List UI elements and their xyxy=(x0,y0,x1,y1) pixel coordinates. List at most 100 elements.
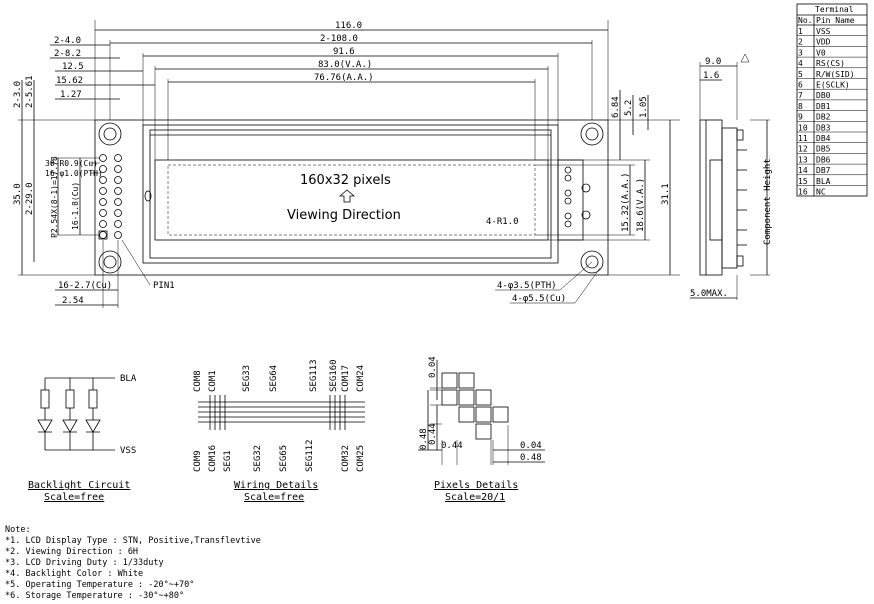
pix-dim-004-a: 0.04 xyxy=(428,356,438,378)
dim-5-max: 5.0MAX. xyxy=(690,289,728,299)
pin-row-b xyxy=(114,154,122,239)
terminal-pin-no: 3 xyxy=(798,48,803,57)
pix-dim-048-b: 0.48 xyxy=(520,453,542,463)
pixel-details: 0.04 0.48 0.44 0.44 0.04 0.48 Pixels Det… xyxy=(418,356,545,503)
left-pin-header: 35.0 2-29.0 2-3.0 2-5.61 P2.54X(8-1)=17.… xyxy=(13,75,175,308)
pin-row-a xyxy=(99,154,107,239)
pixels-caption: Pixels Details xyxy=(434,480,518,491)
dim-2-29: 2-29.0 xyxy=(25,182,35,215)
terminal-pin-no: 9 xyxy=(798,113,803,122)
wiring-bottom-label: COM9 xyxy=(193,450,203,472)
viewing-arrow-icon xyxy=(338,189,356,203)
terminal-pin-no: 8 xyxy=(798,102,803,111)
terminal-pin-name: VDD xyxy=(816,38,831,47)
dim-2-5-61: 2-5.61 xyxy=(25,75,35,108)
backlight-caption: Backlight Circuit xyxy=(28,480,130,491)
dim-2-4: 2-4.0 xyxy=(54,36,81,46)
label-pth-3-5: 4-φ3.5(PTH) xyxy=(497,281,557,291)
dim-35: 35.0 xyxy=(13,183,23,205)
dim-16-2-7-cu: 16-2.7(Cu) xyxy=(58,281,112,291)
wiring-top-label: COM1 xyxy=(208,370,218,392)
vss-label: VSS xyxy=(120,446,136,456)
terminal-pin-name: V0 xyxy=(816,48,826,57)
backlight-circuit: BLA VSS Backlight Circuit Scale=free xyxy=(28,374,137,503)
dim-16-1-8-cu: 16-1.8(Cu) xyxy=(71,182,80,230)
terminal-pin-name: DB3 xyxy=(816,123,831,132)
led-icon xyxy=(37,419,53,433)
terminal-pin-no: 7 xyxy=(798,91,803,100)
wiring-bottom-label: SEG1 xyxy=(223,450,233,472)
pix-dim-048-a: 0.48 xyxy=(419,428,429,450)
terminal-pin-name: DB5 xyxy=(816,145,831,154)
dim-1-27: 1.27 xyxy=(60,90,82,100)
terminal-pin-no: 16 xyxy=(798,188,808,197)
wiring-caption: Wiring Details xyxy=(234,480,318,491)
dim-2-8-2: 2-8.2 xyxy=(54,49,81,59)
dim-1-05: 1.05 xyxy=(639,96,649,118)
notes-block: Note: *1. LCD Display Type : STN, Positi… xyxy=(5,525,261,601)
note-line: *4. Backlight Color : White xyxy=(5,569,143,579)
dim-18-6: 18.6(V.A.) xyxy=(636,178,646,232)
note-line: *6. Storage Temperature : -30°~+80° xyxy=(5,591,184,601)
dim-4-r1: 4-R1.0 xyxy=(486,217,519,227)
terminal-title: Terminal xyxy=(815,5,854,14)
terminal-pin-no: 1 xyxy=(798,27,803,36)
pixels-scale: Scale=20/1 xyxy=(445,492,505,503)
top-dimensions: 116.0 2-108.0 91.6 83.0(V.A.) 76.76(A.A.… xyxy=(50,20,609,160)
wiring-top-label: SEG113 xyxy=(309,359,319,392)
wiring-bottom-label: SEG32 xyxy=(253,445,263,472)
terminal-pin-name: R/W(SID) xyxy=(816,70,855,79)
terminal-pin-name: RS(CS) xyxy=(816,59,845,68)
dim-6-84: 6.84 xyxy=(611,96,621,118)
wiring-top-label: COM24 xyxy=(356,365,366,392)
dim-12-5: 12.5 xyxy=(62,62,84,72)
note-line: *1. LCD Display Type : STN, Positive,Tra… xyxy=(5,536,261,546)
screen-direction: Viewing Direction xyxy=(287,208,401,223)
dim-2-54: 2.54 xyxy=(62,296,84,306)
label-component-height: Component Height xyxy=(763,158,773,245)
dim-2-3: 2-3.0 xyxy=(13,81,23,108)
dim-15-32: 15.32(A.A.) xyxy=(621,172,631,232)
led-icon xyxy=(62,419,78,433)
warning-icon xyxy=(740,53,750,63)
terminal-pin-no: 11 xyxy=(798,134,808,143)
dim-5-2: 5.2 xyxy=(624,100,634,116)
dim-15-62: 15.62 xyxy=(56,76,83,86)
terminal-pin-no: 4 xyxy=(798,59,803,68)
backlight-scale: Scale=free xyxy=(44,492,104,503)
terminal-pin-name: DB1 xyxy=(816,102,831,111)
note-line: *3. LCD Driving Duty : 1/33duty xyxy=(5,558,164,568)
wiring-top-label: COM8 xyxy=(193,370,203,392)
wiring-scale: Scale=free xyxy=(244,492,304,503)
pix-dim-044-b: 0.44 xyxy=(441,441,463,451)
terminal-pin-no: 15 xyxy=(798,177,808,186)
terminal-pin-name: BLA xyxy=(816,177,831,186)
terminal-pin-no: 6 xyxy=(798,81,803,90)
note-line: *2. Viewing Direction : 6H xyxy=(5,547,138,557)
terminal-pin-no: 12 xyxy=(798,145,808,154)
label-pin1: PIN1 xyxy=(153,281,175,291)
terminal-pin-name: DB6 xyxy=(816,155,831,164)
wiring-bottom-label: SEG112 xyxy=(305,439,315,472)
wiring-top-label: SEG33 xyxy=(242,365,252,392)
right-dimensions: 31.1 18.6(V.A.) 15.32(A.A.) 6.84 5.2 1.0… xyxy=(495,90,680,304)
dim-2-108: 2-108.0 xyxy=(320,34,358,44)
dim-91-6: 91.6 xyxy=(333,47,355,57)
notes-title: Note: xyxy=(5,525,31,535)
dim-83: 83.0(V.A.) xyxy=(318,60,372,70)
terminal-pin-name: DB7 xyxy=(816,166,831,175)
terminal-pin-no: 14 xyxy=(798,166,808,175)
label-16-pth: 16-φ1.0(PTH) xyxy=(45,169,103,178)
pin1-square xyxy=(98,230,108,240)
terminal-col-name: Pin Name xyxy=(816,16,855,25)
bla-label: BLA xyxy=(120,374,137,384)
dim-116: 116.0 xyxy=(335,21,362,31)
terminal-pin-no: 2 xyxy=(798,38,803,47)
wiring-bottom-label: COM25 xyxy=(356,445,366,472)
led-icon xyxy=(85,419,101,433)
terminal-pin-no: 13 xyxy=(798,155,808,164)
wiring-top-label: SEG64 xyxy=(269,365,279,392)
side-view: 9.0 1.6 5.0MAX. Component Height xyxy=(690,53,773,300)
